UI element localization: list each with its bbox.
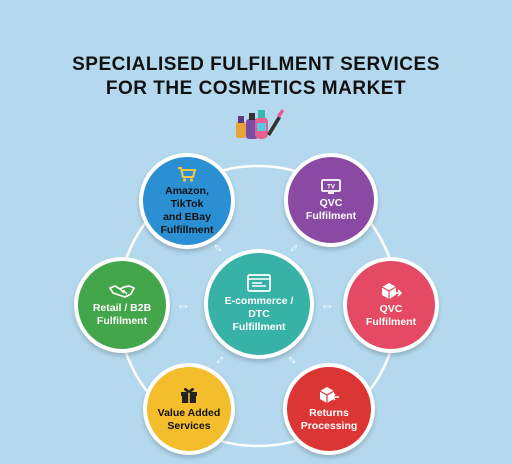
cosmetics-icon [236, 109, 284, 139]
returns-processing-node: Returns Processing [283, 363, 375, 455]
value-added-services-node: Value Added Services [143, 363, 235, 455]
ecommerce-dtc-node: E-commerce / DTC Fulfillment [204, 249, 314, 359]
qvc-top-node-label: QVC Fulfilment [305, 196, 357, 222]
package-arrow-icon [381, 282, 402, 299]
value-added-node-label: Value Added Services [157, 406, 221, 432]
retail-b2b-node: Retail / B2B Fulfilment [74, 257, 170, 353]
amazon-tiktok-ebay-node: Amazon, TikTok and EBay Fulfillment [139, 153, 235, 249]
amazon-node-label: Amazon, TikTok and EBay Fulfillment [160, 184, 214, 236]
qvc-package-node: QVC Fulfilment [343, 257, 439, 353]
browser-window-icon [247, 274, 271, 292]
qvc-tv-node: TV QVC Fulfilment [284, 153, 378, 247]
gift-icon [181, 387, 197, 403]
ecommerce-node-label: E-commerce / DTC Fulfillment [224, 295, 294, 333]
returns-node-label: Returns Processing [300, 406, 358, 432]
qvc-right-node-label: QVC Fulfilment [365, 302, 417, 328]
arrow-icon-right: ⇔ [320, 297, 334, 313]
return-box-icon [319, 386, 339, 403]
arrow-icon-left: ⇔ [176, 297, 190, 313]
title-line-1: SPECIALISED FULFILMENT SERVICES [72, 54, 440, 75]
retail-node-label: Retail / B2B Fulfilment [92, 301, 152, 327]
tv-icon: TV [321, 178, 341, 194]
shopping-cart-icon [178, 166, 197, 182]
svg-text:TV: TV [327, 184, 335, 190]
title-line-2: FOR THE COSMETICS MARKET [105, 78, 407, 99]
handshake-icon [109, 284, 135, 298]
